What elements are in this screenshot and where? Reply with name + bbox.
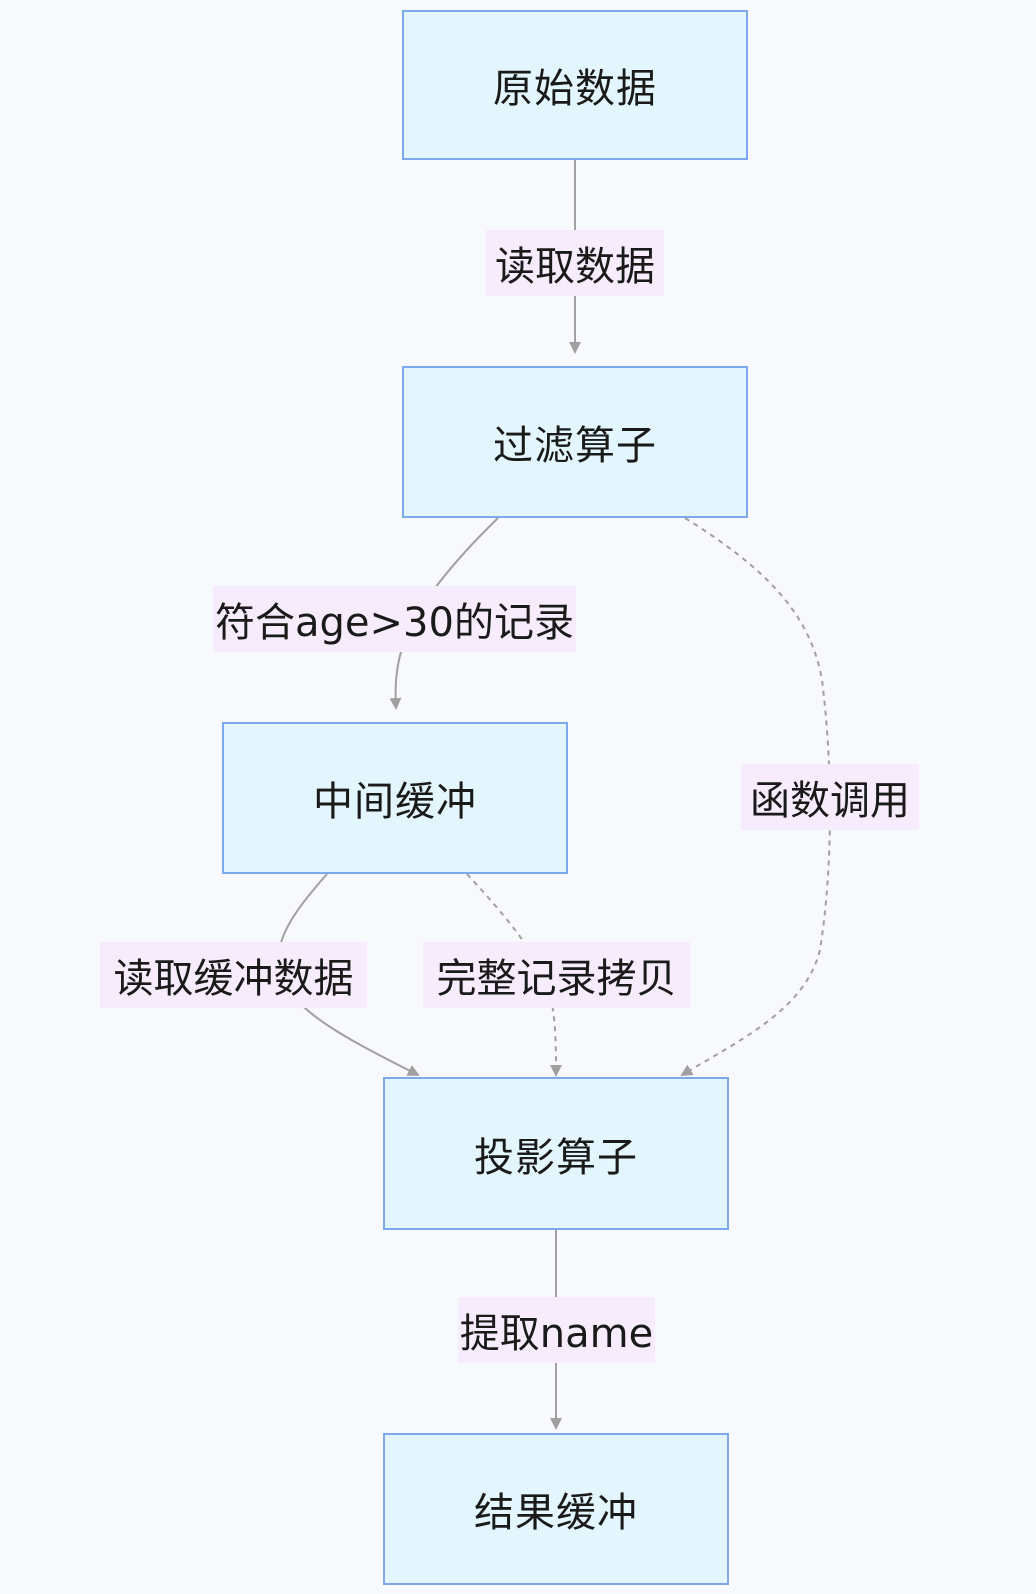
node-raw-data: 原始数据: [402, 10, 748, 160]
node-projection-operator: 投影算子: [383, 1077, 729, 1230]
node-projection-operator-label: 投影算子: [474, 1134, 638, 1181]
node-filter-operator-label: 过滤算子: [493, 423, 657, 469]
edge-label-age-filter-text: 符合age>30的记录: [215, 600, 574, 646]
edge-label-func-call: 函数调用: [741, 764, 919, 830]
node-intermediate-buffer: 中间缓冲: [222, 722, 568, 874]
node-raw-data-label: 原始数据: [493, 66, 657, 112]
edge-label-full-copy-text: 完整记录拷贝: [436, 956, 677, 1002]
edge-label-read-buffer-text: 读取缓冲数据: [113, 956, 354, 1002]
node-result-buffer: 结果缓冲: [383, 1433, 729, 1585]
edge-label-age-filter: 符合age>30的记录: [213, 586, 576, 652]
node-filter-operator: 过滤算子: [402, 366, 748, 518]
edge-label-read-buffer: 读取缓冲数据: [100, 942, 367, 1008]
edge-label-read-data: 读取数据: [486, 230, 664, 296]
edge-label-read-data-text: 读取数据: [495, 244, 655, 290]
node-intermediate-buffer-label: 中间缓冲: [313, 779, 477, 825]
edge-label-func-call-text: 函数调用: [750, 778, 910, 824]
edge-full-copy: [466, 873, 562, 1077]
edge-label-extract-name: 提取name: [458, 1297, 655, 1363]
node-result-buffer-label: 结果缓冲: [474, 1490, 638, 1536]
edge-label-extract-name-text: 提取name: [459, 1311, 654, 1357]
edge-label-full-copy: 完整记录拷贝: [423, 942, 690, 1008]
